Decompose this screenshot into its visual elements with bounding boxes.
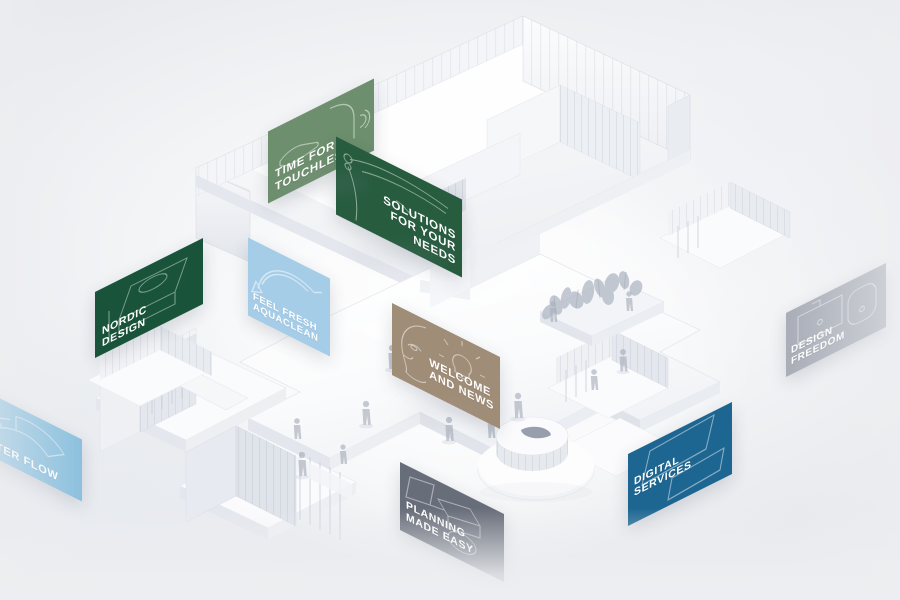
- exhibit-module-left-upper: [95, 327, 287, 453]
- flowing-water-icon: [0, 415, 65, 458]
- banner-nordic-design[interactable]: NORDIC DESIGN: [95, 237, 203, 359]
- reception-pod: [477, 416, 595, 501]
- banner-water-flow[interactable]: WATER FLOW: [0, 384, 82, 502]
- banner-welcome-and-news[interactable]: WELCOME AND NEWS: [392, 302, 500, 430]
- exhibit-module-left-lower: [179, 425, 357, 540]
- banner-design-freedom[interactable]: DESIGN FREEDOM: [786, 262, 886, 378]
- shower-hose-icon: [343, 153, 449, 221]
- upper-room-wall-left-outer: [195, 167, 251, 263]
- ambient-glow-top-right: [560, 0, 900, 300]
- laptop-tablet-icon: [641, 413, 725, 502]
- upper-room-wall-right-slatted: [522, 15, 691, 161]
- banner-feel-fresh-aquaclean[interactable]: FEEL FRESH AQUACLEAN: [248, 237, 330, 357]
- planter-greenery: [539, 271, 665, 346]
- upper-room-wall-far-right: [667, 94, 691, 172]
- face-profile-lightbulb-icon: [401, 325, 485, 384]
- exhibit-module-right-upper: [659, 181, 791, 269]
- water-spray-arc-icon: [250, 270, 323, 294]
- upper-room-inner-partition: [486, 84, 641, 181]
- hand-under-touchless-faucet-icon: [279, 103, 371, 167]
- banner-digital-services[interactable]: DIGITAL SERVICES: [628, 401, 732, 527]
- left-fade-overlay: [0, 0, 90, 600]
- floor-connector-bridge: [420, 280, 470, 300]
- banner-planning-made-easy[interactable]: PLANNING MADE EASY: [400, 461, 504, 583]
- washbasin-icon: [108, 257, 188, 344]
- banner-solutions-for-your-needs[interactable]: SOLUTIONS FOR YOUR NEEDS: [336, 136, 462, 278]
- banner-time-for-touchless[interactable]: TIME FOR TOUCHLESS: [268, 78, 374, 204]
- exhibit-module-right-lower: [547, 329, 673, 419]
